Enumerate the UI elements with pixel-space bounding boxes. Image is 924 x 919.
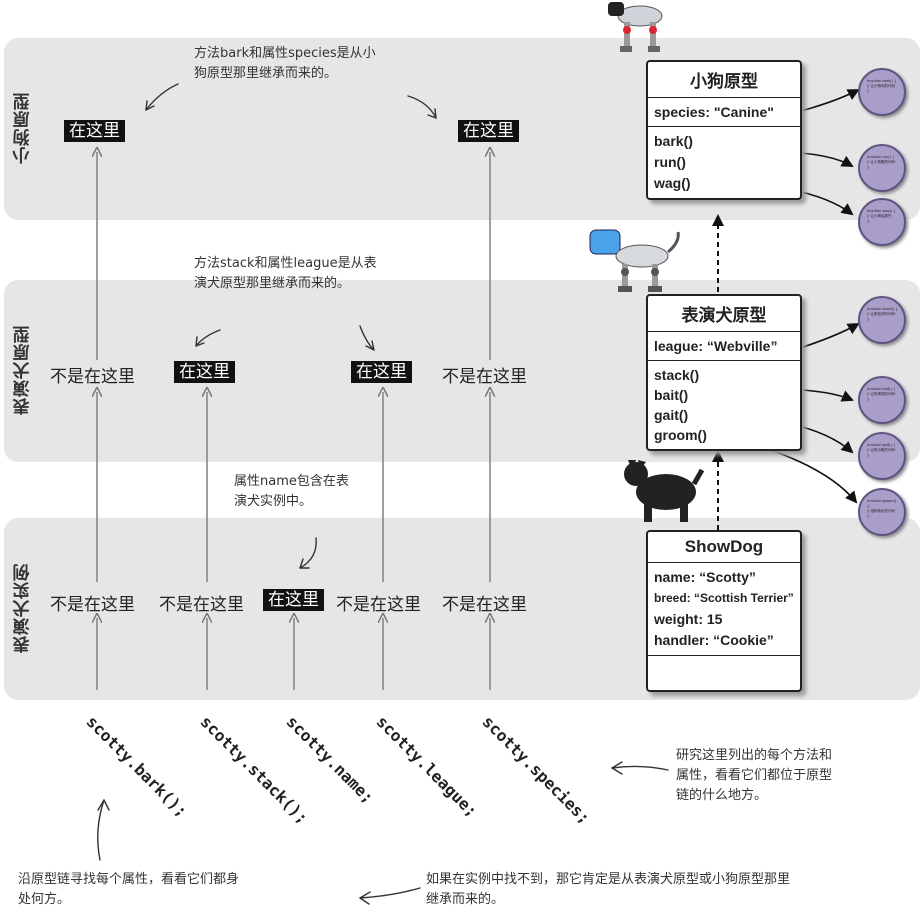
prop-weight: weight: 15 [654,611,723,627]
puppy-inherit-note: 方法bark和属性species是从小 狗原型那里继承而来的。 [194,46,376,81]
prop-species: species: "Canine" [654,104,774,120]
showdog-prototype-props: league: “Webville” [648,332,800,361]
showdog-instance-box: ShowDog name: “Scotty” breed: “Scottish … [646,530,802,692]
function-object-icon-bait: function bait() {// 让狗诱导的代码} [858,376,906,424]
showdog-prototype-methods: stack() bait() gait() groom() [648,361,800,449]
robot-dog-image-2 [589,229,680,292]
not-here-label-species-instance: 不是在这里 [442,595,527,615]
showdog-prototype-box: 表演犬原型 league: “Webville” stack() bait() … [646,294,802,451]
method-wag: wag() [654,175,691,191]
not-here-label-bark-instance: 不是在这里 [50,595,135,615]
not-here-label-species-proto: 不是在这里 [442,367,527,387]
prop-breed: breed: “Scottish Terrier” [654,591,794,605]
function-object-icon-groom: function groom() {// 给狗梳毛的代码} [858,488,906,536]
prop-handler: handler: “Cookie” [654,632,774,648]
prop-name: name: “Scotty” [654,569,756,585]
method-stack: stack() [654,367,700,383]
method-gait: gait() [654,407,689,423]
found-label-stack: 在这里 [174,361,235,383]
not-found-note: 如果在实例中找不到，那它肯定是从表演犬原型或小狗原型那里 继承而来的。 [426,872,791,907]
instance-empty-section [648,656,800,690]
instance-title: ShowDog [648,532,800,563]
puppy-prototype-props: species: "Canine" [648,98,800,127]
function-object-icon-wag: function wag() {// 让小狗摇尾巴} [858,198,906,246]
method-groom: groom() [654,427,707,443]
instance-name-note: 属性name包含在表 演犬实例中。 [234,474,349,509]
not-here-label-bark-proto: 不是在这里 [50,367,135,387]
found-label-bark: 在这里 [64,120,125,142]
found-label-species: 在这里 [458,120,519,142]
function-object-icon-bark: function bark() {// 让小狗叫的代码} [858,68,906,116]
showdog-inherit-note: 方法stack和属性league是从表 演犬原型那里继承而来的。 [194,256,377,291]
not-here-label-league-instance: 不是在这里 [336,595,421,615]
study-note: 研究这里列出的每个方法和 属性，看看它们都位于原型 链的什么地方。 [676,748,833,803]
found-label-name: 在这里 [263,589,324,611]
robot-dog-image [608,2,663,52]
function-object-icon-run: function run() {// 让小狗跑的代码} [858,144,906,192]
function-object-icon-gait: function gait() {// 让狗小跑的代码} [858,432,906,480]
found-label-league: 在这里 [351,361,412,383]
function-object-icon-stack: function stack() {// 让狗站好的代码} [858,296,906,344]
follow-chain-note: 沿原型链寻找每个属性，看看它们都身 处何方。 [18,872,240,907]
method-bark: bark() [654,133,693,149]
puppy-prototype-title: 小狗原型 [648,62,800,98]
not-here-label-stack-instance: 不是在这里 [159,595,244,615]
puppy-prototype-methods: bark() run() wag() [648,127,800,198]
scottie-dog-image [624,460,705,522]
instance-props: name: “Scotty” breed: “Scottish Terrier”… [648,563,800,656]
showdog-prototype-title: 表演犬原型 [648,296,800,332]
prop-league: league: “Webville” [654,338,778,354]
method-bait: bait() [654,387,689,403]
puppy-prototype-box: 小狗原型 species: "Canine" bark() run() wag(… [646,60,802,200]
method-run: run() [654,154,686,170]
